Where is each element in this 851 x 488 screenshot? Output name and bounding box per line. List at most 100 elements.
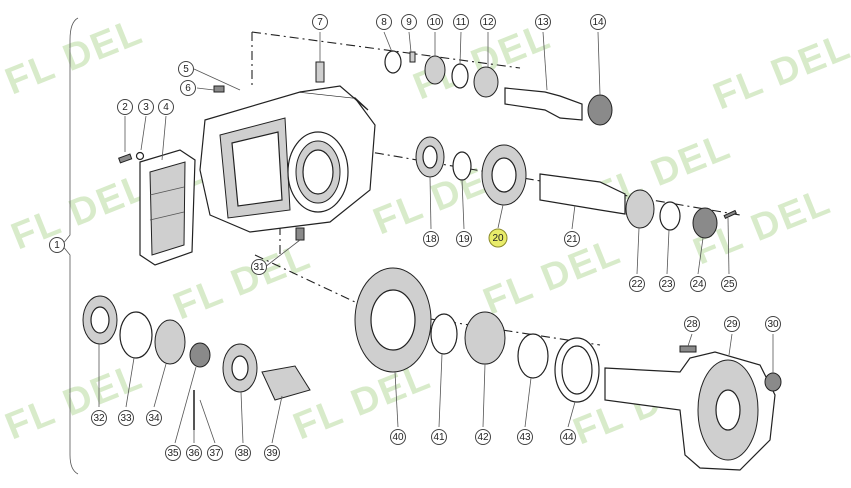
callout-5[interactable]: 5 [178, 61, 194, 77]
callout-label: 31 [253, 262, 265, 273]
callout-34[interactable]: 34 [146, 410, 162, 426]
callout-label: 37 [209, 448, 221, 459]
callout-label: 32 [93, 413, 105, 424]
callout-label: 18 [425, 234, 437, 245]
callout-1[interactable]: 1 [49, 237, 65, 253]
callout-circle [535, 14, 551, 30]
callout-label: 9 [406, 17, 412, 28]
callout-circle [401, 14, 417, 30]
callout-circle [178, 61, 194, 77]
callout-label: 20 [492, 233, 504, 244]
callout-label: 23 [661, 279, 673, 290]
watermark-text: FL DEL [6, 165, 156, 258]
lower-shaft-parts [82, 267, 600, 430]
callout-39[interactable]: 39 [264, 445, 280, 461]
callout-circle [186, 445, 202, 461]
callout-14[interactable]: 14 [590, 14, 606, 30]
callout-circle [480, 14, 496, 30]
callout-label: 1 [54, 240, 60, 251]
callout-label: 13 [537, 17, 549, 28]
callout-19[interactable]: 19 [456, 231, 472, 247]
callout-label: 29 [726, 319, 738, 330]
callout-6[interactable]: 6 [180, 80, 196, 96]
callout-40[interactable]: 40 [390, 429, 406, 445]
callout-31[interactable]: 31 [251, 259, 267, 275]
callout-37[interactable]: 37 [207, 445, 223, 461]
callout-30[interactable]: 30 [765, 316, 781, 332]
callout-41[interactable]: 41 [431, 429, 447, 445]
callout-44[interactable]: 44 [560, 429, 576, 445]
callout-label: 38 [237, 448, 249, 459]
callout-23[interactable]: 23 [659, 276, 675, 292]
callout-circle [456, 231, 472, 247]
callout-circle [590, 14, 606, 30]
callout-label: 14 [592, 17, 604, 28]
callout-circle [560, 429, 576, 445]
callout-label: 24 [692, 279, 704, 290]
callout-11[interactable]: 11 [453, 14, 469, 30]
callout-21[interactable]: 21 [564, 231, 580, 247]
callout-35[interactable]: 35 [165, 445, 181, 461]
callout-label: 36 [188, 448, 200, 459]
callout-9[interactable]: 9 [401, 14, 417, 30]
callout-22[interactable]: 22 [629, 276, 645, 292]
callout-circle [564, 231, 580, 247]
callout-label: 10 [429, 17, 441, 28]
callout-circle [207, 445, 223, 461]
callout-label: 5 [183, 64, 189, 75]
callout-circle [423, 231, 439, 247]
watermark-text: FL DEL [708, 25, 851, 118]
callout-24[interactable]: 24 [690, 276, 706, 292]
callout-circle [138, 99, 154, 115]
callout-circle [49, 237, 65, 253]
output-flange [604, 345, 782, 471]
callout-43[interactable]: 43 [517, 429, 533, 445]
callout-label: 28 [686, 319, 698, 330]
callout-28[interactable]: 28 [684, 316, 700, 332]
watermark-text: FL DEL [0, 10, 149, 103]
callout-circle [659, 276, 675, 292]
callout-label: 44 [562, 432, 574, 443]
callout-label: 6 [185, 83, 191, 94]
callout-7[interactable]: 7 [312, 14, 328, 30]
callout-33[interactable]: 33 [118, 410, 134, 426]
callout-29[interactable]: 29 [724, 316, 740, 332]
callout-25[interactable]: 25 [721, 276, 737, 292]
callout-circle [146, 410, 162, 426]
callout-3[interactable]: 3 [138, 99, 154, 115]
callout-12[interactable]: 12 [480, 14, 496, 30]
callout-10[interactable]: 10 [427, 14, 443, 30]
callout-4[interactable]: 4 [158, 99, 174, 115]
callout-label: 11 [456, 17, 467, 28]
callout-circle [312, 14, 328, 30]
callout-42[interactable]: 42 [475, 429, 491, 445]
callout-label: 2 [122, 102, 128, 113]
callout-circle [488, 228, 508, 248]
callout-circle [629, 276, 645, 292]
callout-label: 30 [767, 319, 779, 330]
callout-20[interactable]: 20 [488, 228, 508, 248]
callout-circle [690, 276, 706, 292]
callout-label: 34 [148, 413, 160, 424]
callout-label: 8 [381, 17, 387, 28]
callout-38[interactable]: 38 [235, 445, 251, 461]
callout-8[interactable]: 8 [376, 14, 392, 30]
callout-36[interactable]: 36 [186, 445, 202, 461]
callout-circle [724, 316, 740, 332]
callout-13[interactable]: 13 [535, 14, 551, 30]
callout-32[interactable]: 32 [91, 410, 107, 426]
callout-circle [721, 276, 737, 292]
callout-label: 7 [317, 17, 323, 28]
callout-2[interactable]: 2 [117, 99, 133, 115]
callout-circle [91, 410, 107, 426]
callout-circle [453, 14, 469, 30]
callout-circle [427, 14, 443, 30]
callout-label: 3 [143, 102, 149, 113]
callout-18[interactable]: 18 [423, 231, 439, 247]
leader-lines [98, 31, 774, 444]
callout-label: 19 [458, 234, 470, 245]
callout-circle [475, 429, 491, 445]
callout-circle [517, 429, 533, 445]
